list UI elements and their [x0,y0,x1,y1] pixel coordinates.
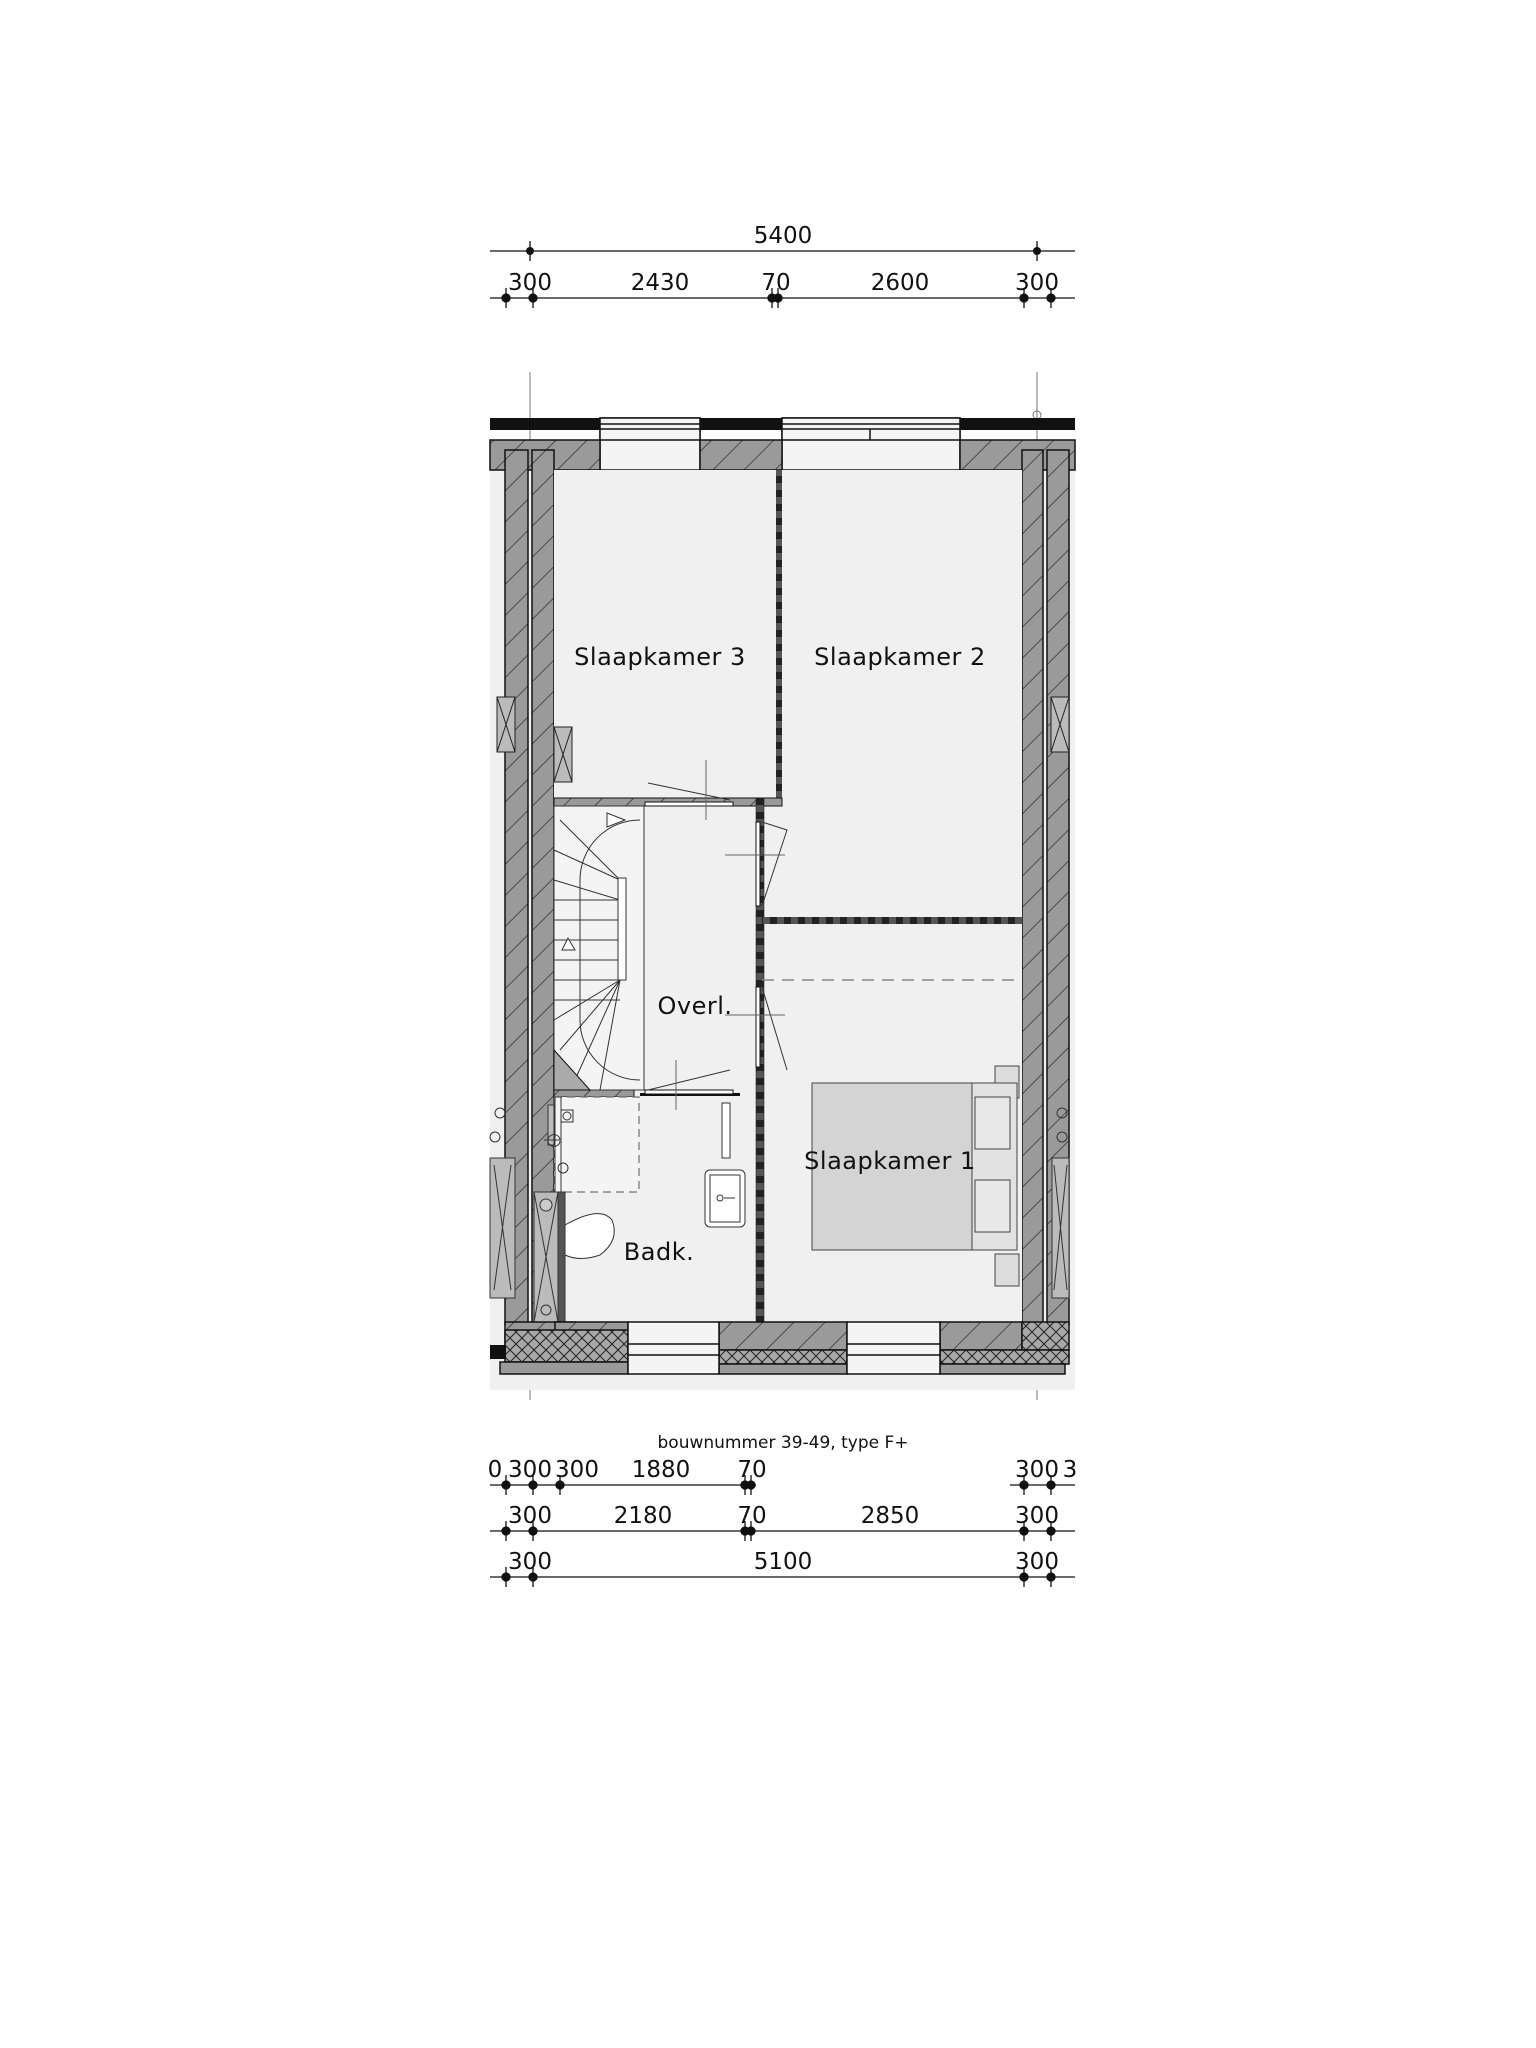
dim-top-seg-5: 300 [1015,270,1059,296]
window-slaapkamer-1 [846,1321,941,1375]
dim-top-seg-1: 300 [508,270,552,296]
dim-bottom-r1-3: 1880 [632,1457,691,1483]
top-dimension-lines: 5400 300 2430 70 2600 300 [490,223,1075,308]
dim-bottom-r2-2: 70 [737,1503,766,1529]
dim-top-seg-2: 2430 [631,270,690,296]
floor-plan [489,417,1076,1390]
shaft-box [496,696,1070,783]
staircase [553,805,645,1091]
window-slaapkamer-2 [781,417,961,471]
drawing-caption: bouwnummer 39-49, type F+ [658,1433,909,1453]
bottom-dimension-lines [490,1475,1075,1587]
dim-bottom-r2-4: 300 [1015,1503,1059,1529]
dim-bottom-r2-0: 300 [508,1503,552,1529]
dim-bottom-r1-5: 300 [1015,1457,1059,1483]
window-slaapkamer-3 [599,417,701,471]
dim-bottom-r1-2: 300 [555,1457,599,1483]
dim-bottom-r1-0: 0 [488,1457,503,1483]
room-label-slaapkamer-3: Slaapkamer 3 [574,643,746,671]
dim-bottom-r1-6: 3 [1063,1457,1078,1483]
dim-top-seg-3: 70 [761,270,790,296]
bottom-dimension-labels: 0 300 300 1880 70 300 3 300 2180 70 2850… [488,1457,1078,1575]
bathroom-fixtures [533,1096,746,1323]
room-label-slaapkamer-2: Slaapkamer 2 [814,643,986,671]
dim-bottom-r1-1: 300 [508,1457,552,1483]
dim-bottom-r2-3: 2850 [861,1503,920,1529]
dim-top-seg-4: 2600 [871,270,930,296]
double-bed [811,1065,1020,1287]
dim-bottom-r2-1: 2180 [614,1503,673,1529]
dim-bottom-r3-1: 5100 [754,1549,813,1575]
room-label-slaapkamer-1: Slaapkamer 1 [804,1147,976,1175]
doors [644,782,788,1095]
dim-bottom-r1-4: 70 [737,1457,766,1483]
dim-bottom-r3-2: 300 [1015,1549,1059,1575]
dim-overall-width: 5400 [754,223,813,249]
room-label-overloop: Overl. [657,992,732,1020]
window-badkamer [627,1321,720,1375]
dim-bottom-r3-0: 300 [508,1549,552,1575]
room-label-badkamer: Badk. [624,1238,694,1266]
